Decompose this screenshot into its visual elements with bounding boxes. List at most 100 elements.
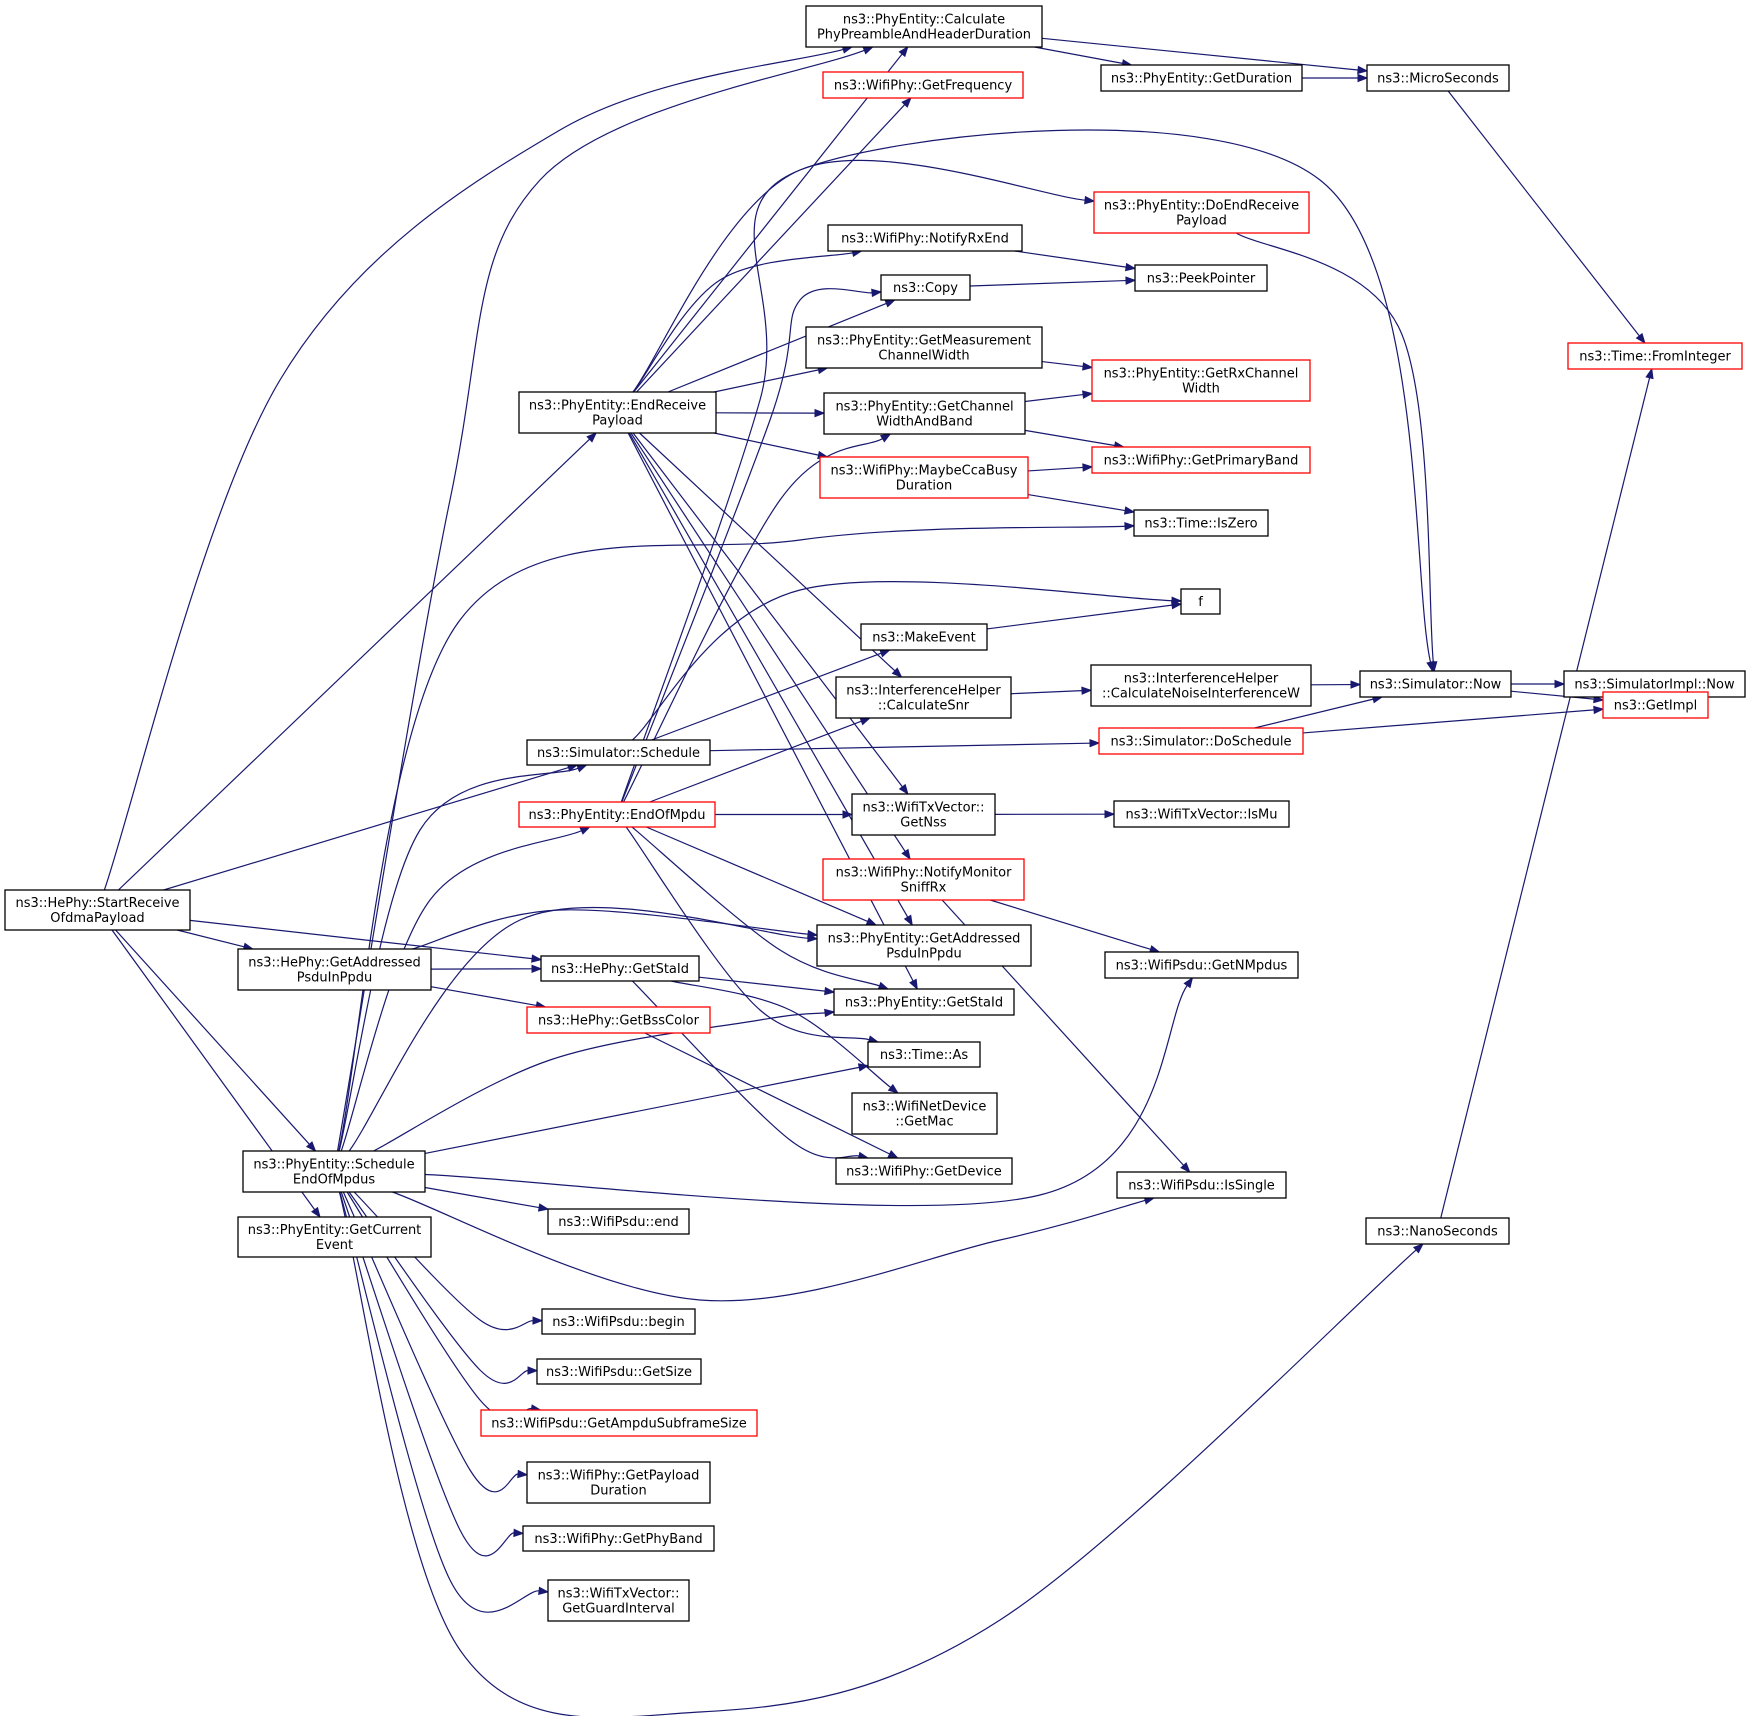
node-peekPointer[interactable]: ns3::PeekPointer [1134,264,1268,292]
node-timeFromInteger[interactable]: ns3::Time::FromInteger [1567,342,1743,370]
node-label-line: ns3::Time::IsZero [1144,517,1257,532]
node-box[interactable] [822,858,1025,901]
node-box[interactable] [867,1041,981,1068]
node-box[interactable] [1091,446,1311,474]
node-timeAs[interactable]: ns3::Time::As [867,1041,981,1068]
node-box[interactable] [518,801,716,828]
node-box[interactable] [541,1308,696,1335]
node-box[interactable] [860,623,988,651]
node-getNss[interactable]: ns3::WifiTxVector::GetNss [851,793,996,836]
node-notifyRxEnd[interactable]: ns3::WifiPhy::NotifyRxEnd [827,224,1023,252]
node-box[interactable] [819,456,1029,499]
node-simSchedule[interactable]: ns3::Simulator::Schedule [526,739,711,766]
node-box[interactable] [851,793,996,836]
node-box[interactable] [1134,264,1268,292]
node-psduEnd[interactable]: ns3::WifiPsdu::end [547,1208,690,1235]
node-box[interactable] [1100,64,1303,92]
node-calcNoise[interactable]: ns3::InterferenceHelper::CalculateNoiseI… [1090,664,1312,707]
node-box[interactable] [880,274,971,301]
node-box[interactable] [835,1157,1013,1185]
node-box[interactable] [1133,509,1269,537]
node-getMac[interactable]: ns3::WifiNetDevice::GetMac [851,1092,998,1135]
node-box[interactable] [547,1579,690,1622]
node-endOfMpdu[interactable]: ns3::PhyEntity::EndOfMpdu [518,801,716,828]
node-simNow[interactable]: ns3::Simulator::Now [1359,670,1512,698]
node-box[interactable] [805,5,1043,48]
node-getImpl[interactable]: ns3::GetImpl [1602,691,1709,719]
node-box[interactable] [242,1150,426,1193]
node-box[interactable] [827,224,1023,252]
node-box[interactable] [547,1208,690,1235]
node-box[interactable] [805,326,1043,369]
node-box[interactable] [816,924,1032,967]
node-getBssColor[interactable]: ns3::HePhy::GetBssColor [526,1006,711,1034]
node-calcSnr[interactable]: ns3::InterferenceHelper::CalculateSnr [835,676,1012,719]
node-copy[interactable]: ns3::Copy [880,274,971,301]
node-ampduSubframe[interactable]: ns3::WifiPsdu::GetAmpduSubframeSize [480,1409,758,1437]
node-box[interactable] [851,1092,998,1135]
node-box[interactable] [1359,670,1512,698]
node-isMu[interactable]: ns3::WifiTxVector::IsMu [1113,800,1290,828]
node-box[interactable] [526,739,711,766]
node-makeEvent[interactable]: ns3::MakeEvent [860,623,988,651]
node-getPrimaryBand[interactable]: ns3::WifiPhy::GetPrimaryBand [1091,446,1311,474]
node-nanoSeconds[interactable]: ns3::NanoSeconds [1365,1217,1510,1245]
node-box[interactable] [536,1358,702,1385]
node-calcPreamble[interactable]: ns3::PhyEntity::CalculatePhyPreambleAndH… [805,5,1043,48]
node-getGuardInterval[interactable]: ns3::WifiTxVector::GetGuardInterval [547,1579,690,1622]
node-isZero[interactable]: ns3::Time::IsZero [1133,509,1269,537]
node-box[interactable] [822,71,1024,99]
node-box[interactable] [1093,191,1310,234]
node-box[interactable] [833,988,1015,1016]
node-box[interactable] [1602,691,1709,719]
node-box[interactable] [1365,1217,1510,1245]
node-getFrequency[interactable]: ns3::WifiPhy::GetFrequency [822,71,1024,99]
node-psduBegin[interactable]: ns3::WifiPsdu::begin [541,1308,696,1335]
node-box[interactable] [4,889,191,931]
node-box[interactable] [1091,359,1311,402]
node-box[interactable] [237,1216,432,1258]
node-box[interactable] [540,955,700,982]
node-box[interactable] [1090,664,1312,707]
node-box[interactable] [835,676,1012,719]
node-getDevice[interactable]: ns3::WifiPhy::GetDevice [835,1157,1013,1185]
node-box[interactable] [526,1461,711,1504]
node-box[interactable] [480,1409,758,1437]
edge-arrowhead [579,826,591,835]
node-box[interactable] [1113,800,1290,828]
node-box[interactable] [1104,951,1299,979]
node-getDuration[interactable]: ns3::PhyEntity::GetDuration [1100,64,1303,92]
node-isSingle[interactable]: ns3::WifiPsdu::IsSingle [1116,1171,1287,1199]
node-box[interactable] [1366,64,1510,92]
node-doSchedule[interactable]: ns3::Simulator::DoSchedule [1098,727,1304,755]
node-heGetStaId[interactable]: ns3::HePhy::GetStaId [540,955,700,982]
node-microSeconds[interactable]: ns3::MicroSeconds [1366,64,1510,92]
node-getMeasurement[interactable]: ns3::PhyEntity::GetMeasurementChannelWid… [805,326,1043,369]
node-box[interactable] [526,1006,711,1034]
node-box[interactable] [522,1525,715,1552]
node-box[interactable] [518,391,717,434]
node-psduGetSize[interactable]: ns3::WifiPsdu::GetSize [536,1358,702,1385]
node-getNMpdus[interactable]: ns3::WifiPsdu::GetNMpdus [1104,951,1299,979]
node-box[interactable] [1567,342,1743,370]
node-box[interactable] [237,948,432,991]
node-getPhyBand[interactable]: ns3::WifiPhy::GetPhyBand [522,1525,715,1552]
node-peGetStaId[interactable]: ns3::PhyEntity::GetStaId [833,988,1015,1016]
node-box[interactable] [1180,588,1221,615]
node-box[interactable] [1098,727,1304,755]
node-f[interactable]: f [1180,588,1221,615]
node-box[interactable] [823,392,1026,435]
node-box[interactable] [1116,1171,1287,1199]
